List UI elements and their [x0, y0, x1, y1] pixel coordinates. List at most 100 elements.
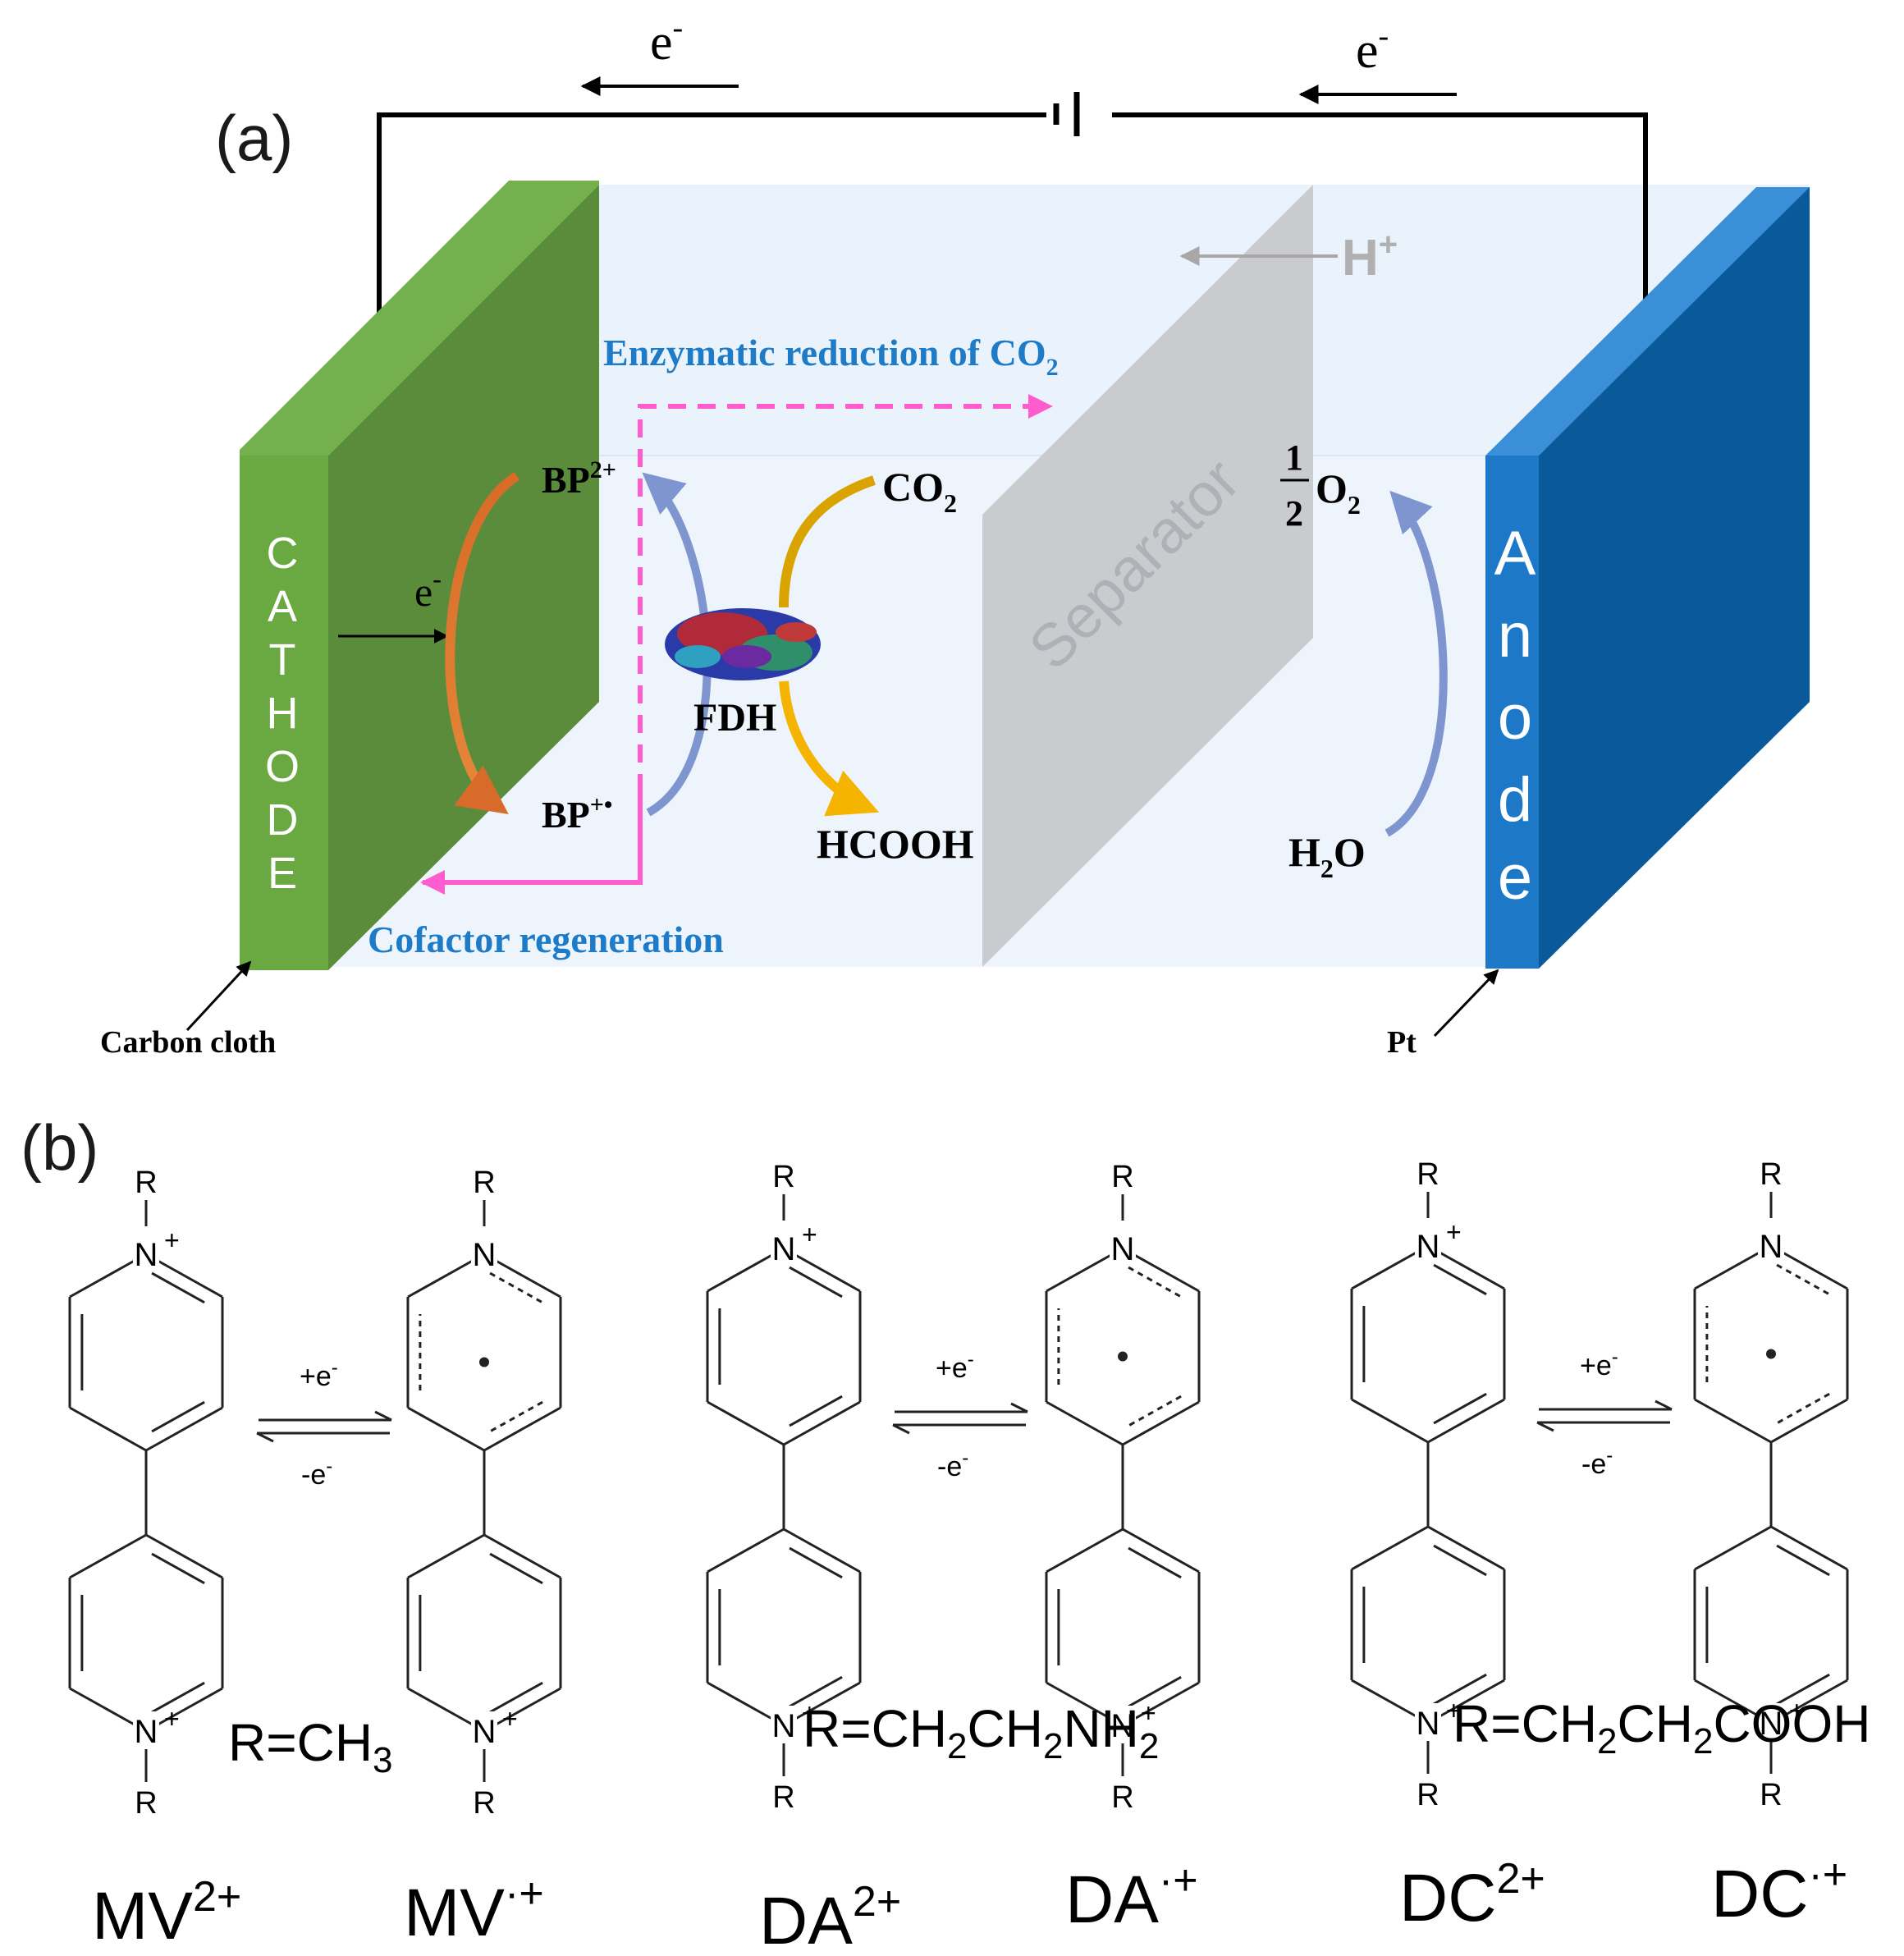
atom-r-bottom: R	[473, 1786, 495, 1821]
formate-release-arc	[779, 680, 880, 817]
co2-label: CO2	[882, 464, 957, 518]
anode-label: A n o d e	[1494, 519, 1536, 913]
cathode-top	[240, 181, 599, 456]
double-bond	[789, 1266, 843, 1299]
bond	[783, 1528, 861, 1574]
compound-names: MV2+MV·+DA2+DA·+DC2+DC·+	[92, 1851, 1847, 1956]
hcooh-label: HCOOH	[817, 821, 974, 867]
bond	[407, 1533, 485, 1579]
atom-charge-bottom: +	[802, 1698, 817, 1728]
radical-dot	[1118, 1351, 1128, 1362]
atom-n-bottom: N	[135, 1714, 158, 1750]
double-bond	[789, 1546, 843, 1579]
bond	[1770, 1525, 1848, 1571]
substituent-definitions: R=CH3 R=CH2CH2NH2 R=CH2CH2COOH	[228, 1694, 1870, 1780]
atom-n-top: N	[1760, 1229, 1783, 1265]
double-bond	[151, 1271, 205, 1304]
double-bond	[1128, 1675, 1182, 1708]
double-bond	[489, 1681, 543, 1714]
delocalized-bond	[1128, 1266, 1182, 1299]
bond	[1046, 1528, 1124, 1574]
backward-label: -e-	[301, 1455, 332, 1491]
bond	[1694, 1525, 1772, 1571]
compound-name-1: MV2+	[92, 1873, 241, 1954]
atom-charge-bottom: +	[1141, 1698, 1156, 1728]
electron-label-right: e-	[1356, 19, 1389, 79]
atom-mask	[1110, 1229, 1136, 1265]
forward-arrow-head	[374, 1410, 392, 1422]
atom-r-bottom: R	[1111, 1780, 1133, 1815]
svg-text:o: o	[1498, 683, 1532, 753]
atom-n-bottom: N	[772, 1708, 796, 1744]
r-definition-2: R=CH2CH2NH2	[803, 1699, 1159, 1766]
cathode-electron-label: e-	[414, 564, 442, 615]
viologen-structure-1: RN+N+R	[68, 1166, 224, 1821]
anode-side	[1539, 187, 1810, 969]
equilibrium-3: +e--e-	[1536, 1346, 1673, 1480]
viologen-structure-6: RNN+R	[1693, 1157, 1849, 1812]
half-denominator: 2	[1285, 493, 1303, 534]
atom-n-bottom: N	[1417, 1706, 1440, 1742]
cofactor-label: Cofactor regeneration	[368, 918, 724, 960]
atom-r-bottom: R	[1417, 1778, 1439, 1812]
atom-mask	[771, 1706, 797, 1742]
atom-charge-bottom: +	[502, 1704, 518, 1734]
delocalized-bond	[1776, 1263, 1830, 1296]
double-bond	[789, 1395, 843, 1427]
atom-charge-bottom: +	[1446, 1696, 1462, 1725]
atom-r-top: R	[772, 1160, 794, 1194]
double-bond	[151, 1681, 205, 1714]
bond	[1351, 1398, 1429, 1444]
atom-charge-bottom: +	[1789, 1696, 1805, 1725]
anode-face	[1485, 456, 1539, 969]
bond	[1122, 1400, 1200, 1446]
atom-r-top: R	[1111, 1160, 1133, 1194]
atom-mask	[1415, 1703, 1441, 1739]
bond	[145, 1533, 223, 1579]
atom-mask	[133, 1235, 159, 1271]
svg-text:C: C	[267, 529, 299, 578]
double-bond	[151, 1552, 205, 1585]
cathode-label: C A T H O D E	[265, 529, 300, 898]
delocalized-bond	[1128, 1395, 1182, 1427]
bond	[707, 1400, 785, 1446]
bond	[1770, 1398, 1848, 1444]
viologen-structure-5: RN+N+R	[1350, 1157, 1506, 1812]
atom-n-top: N	[1111, 1231, 1135, 1267]
compound-name-6: DC·+	[1711, 1851, 1847, 1931]
separator-membrane	[982, 185, 1313, 967]
radical-dot	[1766, 1349, 1776, 1359]
atom-mask	[1415, 1226, 1441, 1262]
svg-text:D: D	[267, 795, 299, 845]
cofactor-flow-arrow	[420, 792, 643, 895]
svg-text:e: e	[1498, 843, 1532, 913]
atom-mask	[1758, 1226, 1784, 1262]
bond	[707, 1528, 785, 1574]
atom-mask	[133, 1711, 159, 1748]
delocalized-bond	[489, 1400, 543, 1433]
atom-charge-top: +	[164, 1225, 180, 1255]
backward-label: -e-	[1581, 1445, 1613, 1480]
double-bond	[1433, 1263, 1487, 1296]
half-numerator: 1	[1285, 437, 1303, 478]
atom-charge-top: +	[1446, 1217, 1462, 1247]
atom-charge-bottom: +	[164, 1704, 180, 1734]
viologen-structure-4: RNN+R	[1045, 1160, 1201, 1815]
bp-oxidized: BP2+	[542, 456, 616, 501]
viologen-structure-2: RNN+R	[406, 1166, 562, 1821]
svg-text:n: n	[1498, 601, 1532, 671]
proton-label: H+	[1342, 227, 1398, 286]
r-definition-3: R=CH2CH2COOH	[1453, 1694, 1870, 1761]
atom-n-top: N	[772, 1231, 796, 1267]
o2-label: O2	[1316, 465, 1361, 520]
r-definition-1: R=CH3	[228, 1713, 393, 1780]
enzymatic-flow-arrow	[638, 394, 1053, 792]
atom-n-bottom: N	[1760, 1706, 1783, 1742]
double-bond	[1433, 1392, 1487, 1425]
forward-arrow-head	[1655, 1399, 1673, 1411]
bond	[1694, 1398, 1772, 1444]
backward-label: -e-	[937, 1447, 968, 1482]
